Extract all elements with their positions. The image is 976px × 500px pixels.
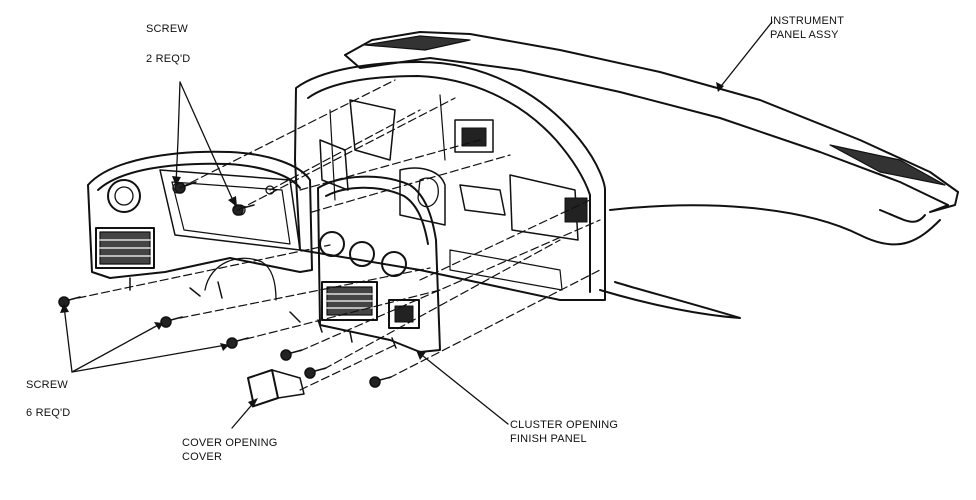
screw-top-1 (175, 182, 196, 193)
screw-bot-1 (59, 297, 80, 307)
leader-lines (64, 22, 772, 428)
dash-lower-sweep (600, 282, 740, 318)
dash-pad-top (345, 32, 958, 192)
instrument-panel-assy (295, 32, 958, 318)
screws (59, 182, 391, 387)
screw-bot-5 (305, 368, 326, 378)
screw-bot-4 (281, 350, 302, 360)
label-cluster-line1: CLUSTER OPENING (510, 419, 619, 431)
label-cover-line1: COVER OPENING (182, 437, 278, 449)
screw-bot-6 (370, 377, 391, 387)
arrowheads (60, 82, 724, 408)
label-screw-bottom-qty: 6 REQ'D (26, 407, 71, 419)
label-cover-line2: COVER (182, 451, 223, 463)
left-finish-panel (88, 152, 312, 300)
defroster-grille-right (830, 145, 945, 185)
dash-pad-front (345, 55, 948, 205)
leader-cluster (418, 352, 508, 424)
label-instrument-panel-line2: PANEL ASSY (770, 29, 839, 41)
cluster-opening-finish-panel (290, 177, 440, 352)
label-cluster-line2: FINISH PANEL (510, 433, 587, 445)
screw-bot-2 (161, 317, 182, 327)
label-instrument-panel-line1: INSTRUMENT (770, 15, 845, 27)
defroster-grille-left (365, 36, 470, 50)
screw-top-2 (233, 205, 254, 215)
dash-lower-edge (610, 205, 940, 244)
label-screw-top: SCREW (146, 23, 188, 35)
leader-screw-bottom (64, 306, 72, 372)
dash-pad-end (930, 192, 958, 212)
alignment-lines (78, 80, 600, 390)
leader-instrument-panel (718, 22, 772, 90)
leader-screw-top (176, 82, 180, 184)
label-screw-bottom: SCREW (26, 379, 68, 391)
cluster-opening-frame (295, 62, 605, 300)
label-screw-top-qty: 2 REQ'D (146, 53, 191, 65)
screw-bot-3 (227, 338, 248, 348)
cover-opening-cover (248, 370, 304, 406)
